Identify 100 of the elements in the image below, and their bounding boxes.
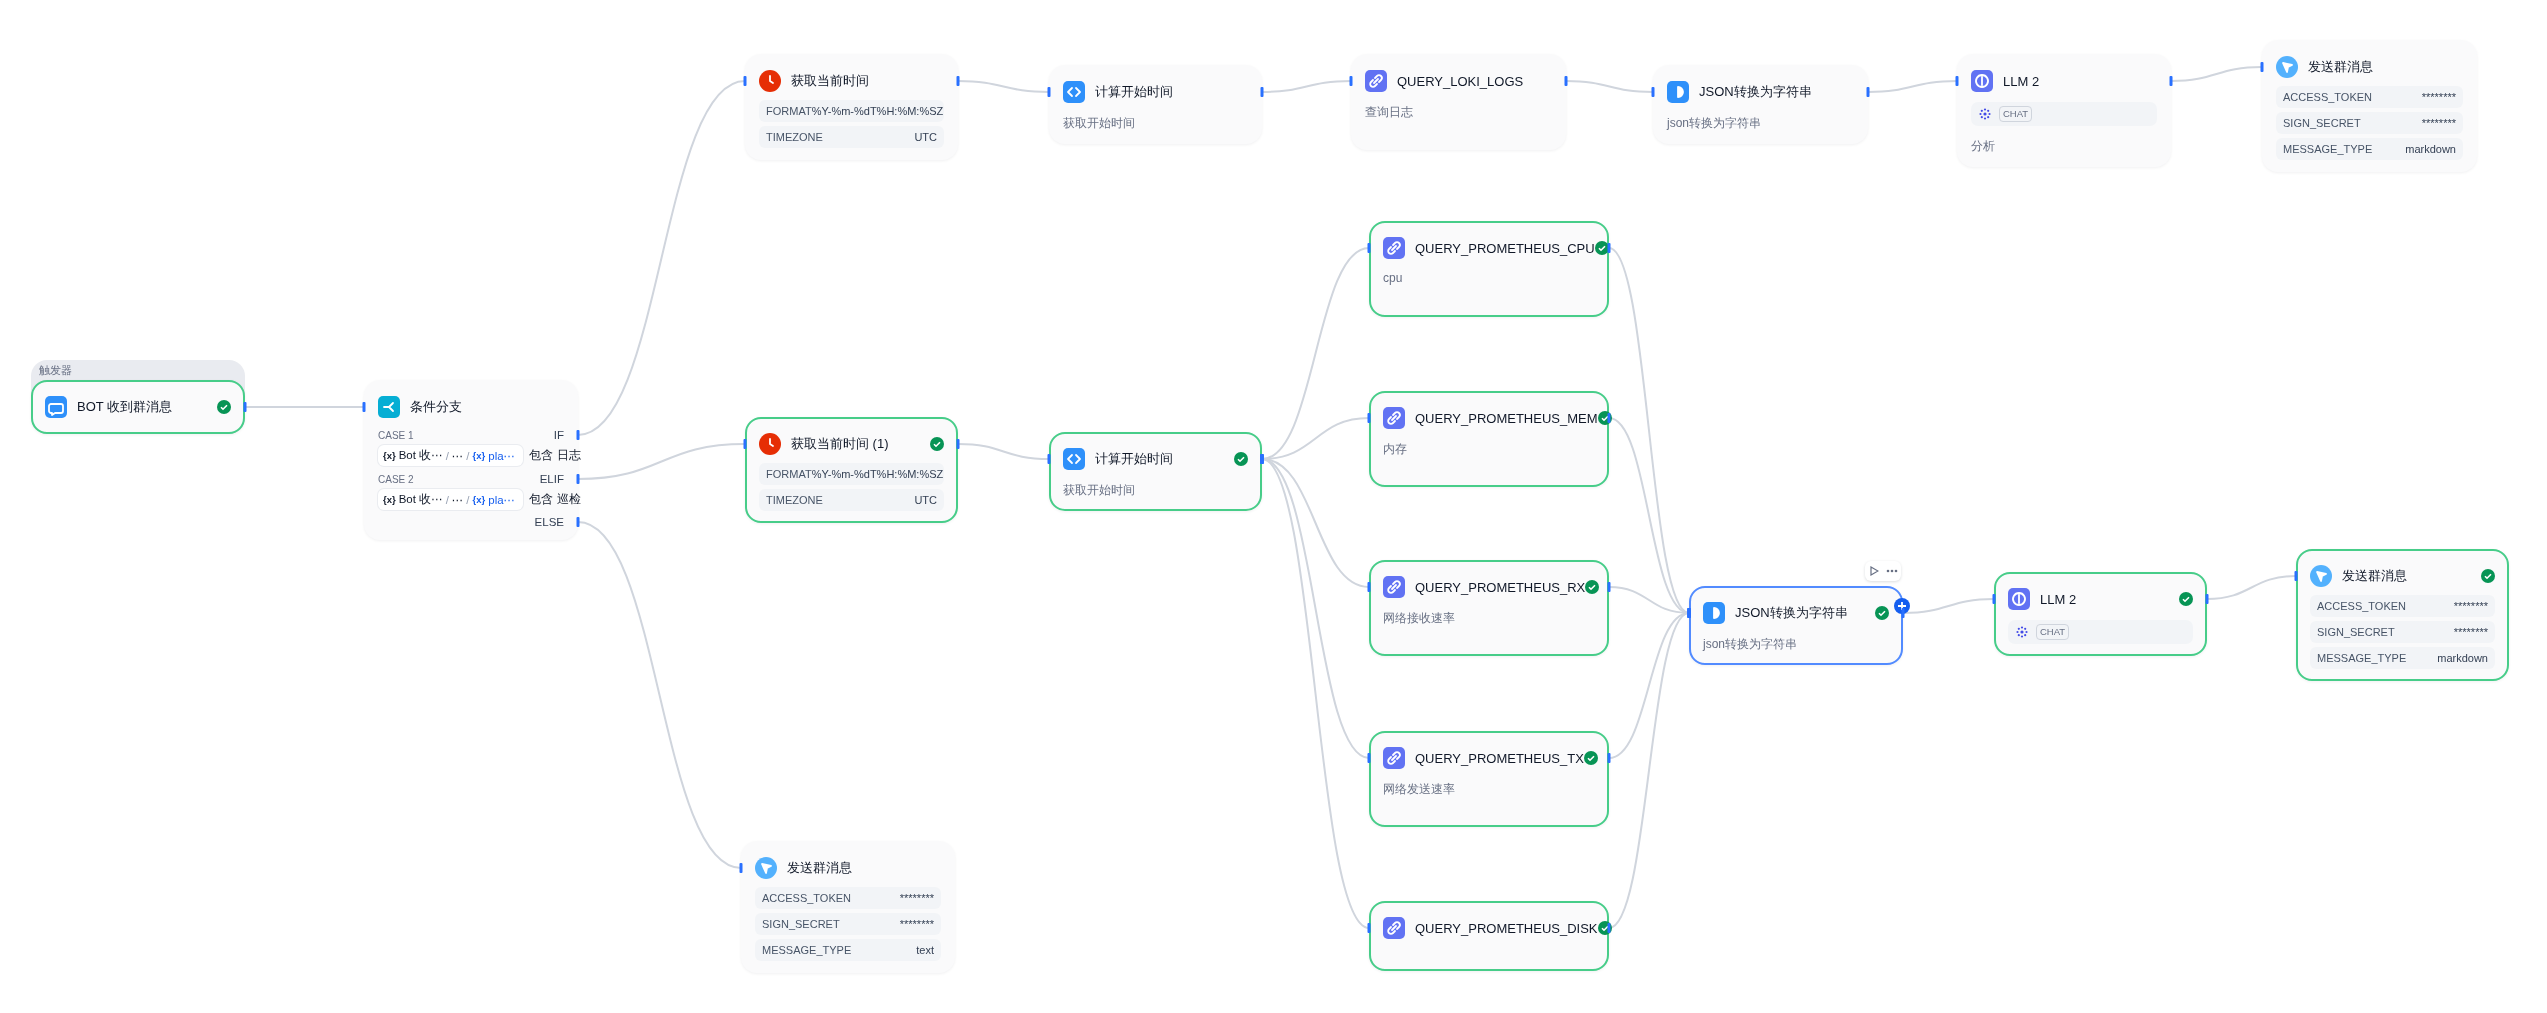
connector-line (2206, 575, 2297, 600)
workflow-node-card (745, 417, 958, 523)
separator: / (466, 449, 470, 462)
condition-value: 日志 (557, 448, 582, 463)
separator: / (445, 493, 449, 506)
connector-line (577, 521, 742, 869)
workflow-node-card (1369, 391, 1609, 487)
parameter-value: ******** (899, 918, 934, 930)
variable-marker: {x} (383, 450, 396, 461)
parameter-value: markdown (2405, 143, 2456, 155)
parameter-name: MESSAGE_TYPE (2283, 143, 2373, 155)
parameter-value: ******** (899, 892, 934, 904)
workflow-node-card (741, 841, 955, 973)
condition-operator: 包含 (529, 448, 554, 463)
parameter-name: ACCESS_TOKEN (2283, 91, 2373, 103)
node-title: QUERY_PROMETHEUS_DISK (1415, 920, 1598, 936)
workflow-node-card (1049, 432, 1262, 511)
node-title: QUERY_PROMETHEUS_CPU (1415, 240, 1595, 256)
parameter-name: SIGN_SECRET (762, 918, 840, 930)
node-title: 发送群消息 (2308, 58, 2374, 76)
connector-line (1902, 598, 1995, 614)
workflow-node-card (1049, 65, 1262, 144)
case-label: CASE 1 (378, 429, 414, 441)
parameter-name: ACCESS_TOKEN (2317, 600, 2407, 612)
parameter-name: SIGN_SECRET (2283, 117, 2361, 129)
parameter-name: TIMEZONE (766, 494, 823, 506)
branch-label: IF (553, 429, 564, 441)
workflow-node-card (1369, 731, 1609, 827)
parameter-name: ACCESS_TOKEN (762, 892, 852, 904)
connector-line (957, 80, 1050, 93)
variable-name: Bot 收⋯ (398, 492, 443, 507)
node-description: 分析 (1971, 138, 1996, 155)
workflow-node-card (1994, 572, 2207, 656)
mode-badge: CHAT (2036, 624, 2070, 640)
mode-badge: CHAT (1999, 106, 2033, 122)
workflow-node-card (31, 380, 245, 434)
node-description: 网络接收速率 (1383, 610, 1456, 627)
node-title: QUERY_PROMETHEUS_TX (1415, 750, 1584, 766)
node-title: 获取当前时间 (791, 72, 870, 90)
separator: / (445, 449, 449, 462)
parameter-value: UTC (914, 494, 937, 506)
variable-marker: {x} (472, 450, 486, 461)
connector-line (244, 406, 365, 408)
parameter-name: TIMEZONE (766, 131, 823, 143)
ellipsis: ⋯ (451, 448, 464, 463)
workflow-node-card (1369, 221, 1609, 317)
parameter-value: %Y-%m-%dT%H:%M:%SZ (811, 105, 944, 117)
group-label: 触发器 (39, 363, 72, 378)
node-description: 获取开始时间 (1063, 115, 1136, 132)
parameter-name: MESSAGE_TYPE (762, 944, 852, 956)
connector-line (1565, 80, 1654, 93)
separator: / (466, 493, 470, 506)
parameter-value: %Y-%m-%dT%H:%M:%SZ (811, 468, 944, 480)
parameter-name: MESSAGE_TYPE (2317, 652, 2407, 664)
branch-label: ELIF (539, 473, 564, 485)
parameter-value: ******** (2421, 117, 2456, 129)
node-title: 发送群消息 (2342, 567, 2408, 585)
workflow-node-card (1653, 65, 1868, 144)
node-description: cpu (1383, 271, 1404, 285)
variable-name: pla⋯ (488, 448, 516, 463)
node-description: json转换为字符串 (1703, 636, 1798, 653)
parameter-value: ******** (2453, 600, 2488, 612)
workflow-node-card (1369, 560, 1609, 656)
parameter-name: FORMAT (766, 105, 812, 117)
node-title: QUERY_PROMETHEUS_MEM (1415, 410, 1598, 426)
connector-line (1261, 80, 1352, 93)
parameter-name: SIGN_SECRET (2317, 626, 2395, 638)
node-title: LLM 2 (2003, 73, 2041, 89)
connector-line (577, 443, 746, 480)
node-description: 查询日志 (1365, 104, 1414, 121)
node-title: 获取当前时间 (1) (791, 435, 890, 453)
workflow-node-card (2296, 549, 2509, 681)
variable-marker: {x} (472, 494, 486, 505)
node-description: 网络发送速率 (1383, 781, 1456, 798)
node-title: QUERY_PROMETHEUS_RX (1415, 579, 1586, 595)
node-title: 计算开始时间 (1095, 450, 1174, 468)
parameter-value: text (916, 944, 934, 956)
variable-name: Bot 收⋯ (398, 448, 443, 463)
parameter-name: FORMAT (766, 468, 812, 480)
parameter-value: ******** (2453, 626, 2488, 638)
workflow-node-card (2262, 40, 2477, 172)
ellipsis: ⋯ (451, 492, 464, 507)
node-description: json转换为字符串 (1667, 115, 1762, 132)
connector-line (577, 80, 746, 436)
workflow-node-card (1351, 54, 1566, 150)
node-title: LLM 2 (2040, 591, 2078, 607)
node-title: JSON转换为字符串 (1699, 83, 1813, 101)
node-title: QUERY_LOKI_LOGS (1397, 73, 1525, 89)
parameter-value: UTC (914, 131, 937, 143)
workflow-node-card (1369, 901, 1609, 971)
condition-operator: 包含 (529, 492, 554, 507)
node-description: 内存 (1383, 441, 1408, 458)
connector-line (1261, 458, 1370, 929)
node-title: JSON转换为字符串 (1735, 604, 1849, 622)
workflow-node-card (1957, 54, 2171, 167)
variable-marker: {x} (383, 494, 396, 505)
connector-line (2170, 66, 2263, 82)
node-title: 发送群消息 (787, 859, 853, 877)
node-title: 计算开始时间 (1095, 83, 1174, 101)
condition-value: 巡检 (557, 492, 582, 507)
